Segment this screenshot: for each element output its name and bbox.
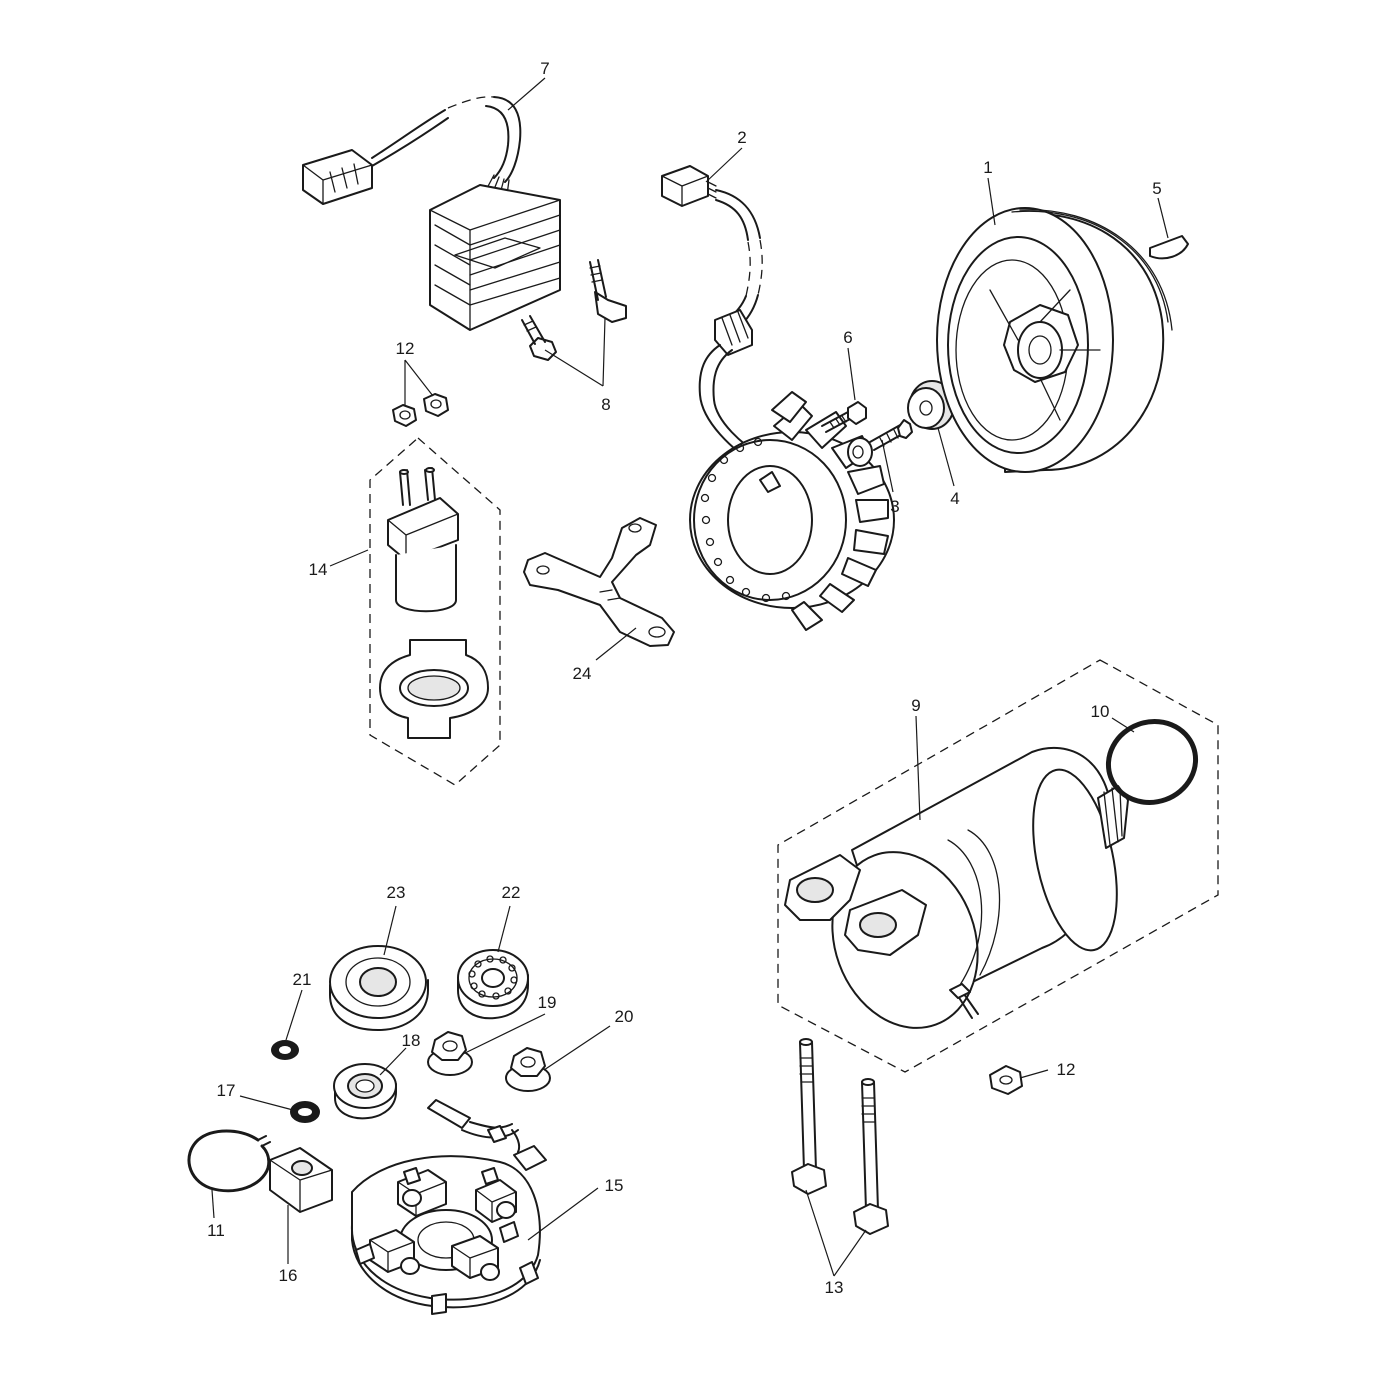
seal-icon bbox=[333, 1063, 397, 1120]
screw-icon bbox=[821, 401, 867, 433]
brush-clip-icon bbox=[269, 1147, 333, 1213]
callout-14: 14 bbox=[309, 560, 328, 579]
callout-1: 1 bbox=[983, 158, 992, 177]
callout-4: 4 bbox=[950, 489, 959, 508]
callout-15: 15 bbox=[605, 1176, 624, 1195]
callout-12a: 12 bbox=[396, 339, 415, 358]
callout-11: 11 bbox=[207, 1221, 225, 1240]
group-outline bbox=[369, 437, 501, 786]
callout-12b: 12 bbox=[1057, 1060, 1076, 1079]
group-outline bbox=[777, 659, 1219, 1073]
callout-22: 22 bbox=[502, 883, 521, 902]
callout-19: 19 bbox=[538, 993, 557, 1012]
callout-24: 24 bbox=[573, 664, 592, 683]
callout-13: 13 bbox=[825, 1278, 844, 1297]
regulator-rectifier-icon bbox=[302, 96, 561, 331]
callout-21: 21 bbox=[293, 970, 312, 989]
washer-icon bbox=[271, 1040, 299, 1060]
brush-holder-icon bbox=[350, 1099, 547, 1315]
starter-relay-icon bbox=[379, 467, 489, 739]
circlip-icon bbox=[187, 1129, 271, 1193]
starter-motor-icon bbox=[784, 747, 1129, 1029]
stator-icon bbox=[661, 165, 895, 631]
callout-9: 9 bbox=[911, 696, 920, 715]
callout-6: 6 bbox=[843, 328, 852, 347]
flange-nut-icon bbox=[427, 1031, 473, 1076]
callout-2: 2 bbox=[737, 128, 746, 147]
leader-lines bbox=[211, 77, 1169, 1277]
bearing-icon bbox=[329, 945, 429, 1031]
bracket-icon bbox=[523, 517, 675, 647]
callout-18: 18 bbox=[402, 1031, 421, 1050]
callout-5: 5 bbox=[1152, 179, 1161, 198]
washer-icon bbox=[907, 380, 955, 430]
callout-7: 7 bbox=[540, 59, 549, 78]
callout-10: 10 bbox=[1091, 702, 1110, 721]
callout-20: 20 bbox=[615, 1007, 634, 1026]
nut-icon bbox=[392, 393, 449, 427]
callout-labels: 1 2 3 4 5 6 7 8 9 10 11 12 12 13 14 15 1… bbox=[207, 59, 1162, 1297]
ball-bearing-icon bbox=[457, 949, 529, 1020]
callout-3: 3 bbox=[890, 497, 899, 516]
flange-nut-icon bbox=[505, 1047, 551, 1092]
o-ring-icon bbox=[1105, 719, 1199, 805]
callout-17: 17 bbox=[217, 1081, 236, 1100]
screw-icon bbox=[521, 259, 627, 361]
bolt-icon bbox=[791, 1038, 889, 1235]
callout-23: 23 bbox=[387, 883, 406, 902]
washer-icon bbox=[290, 1101, 320, 1123]
callout-8: 8 bbox=[601, 395, 610, 414]
bolt-icon bbox=[847, 419, 913, 467]
key-icon bbox=[1149, 235, 1189, 260]
nut-icon bbox=[989, 1065, 1023, 1095]
callout-16: 16 bbox=[279, 1266, 298, 1285]
flywheel-icon bbox=[936, 207, 1173, 473]
